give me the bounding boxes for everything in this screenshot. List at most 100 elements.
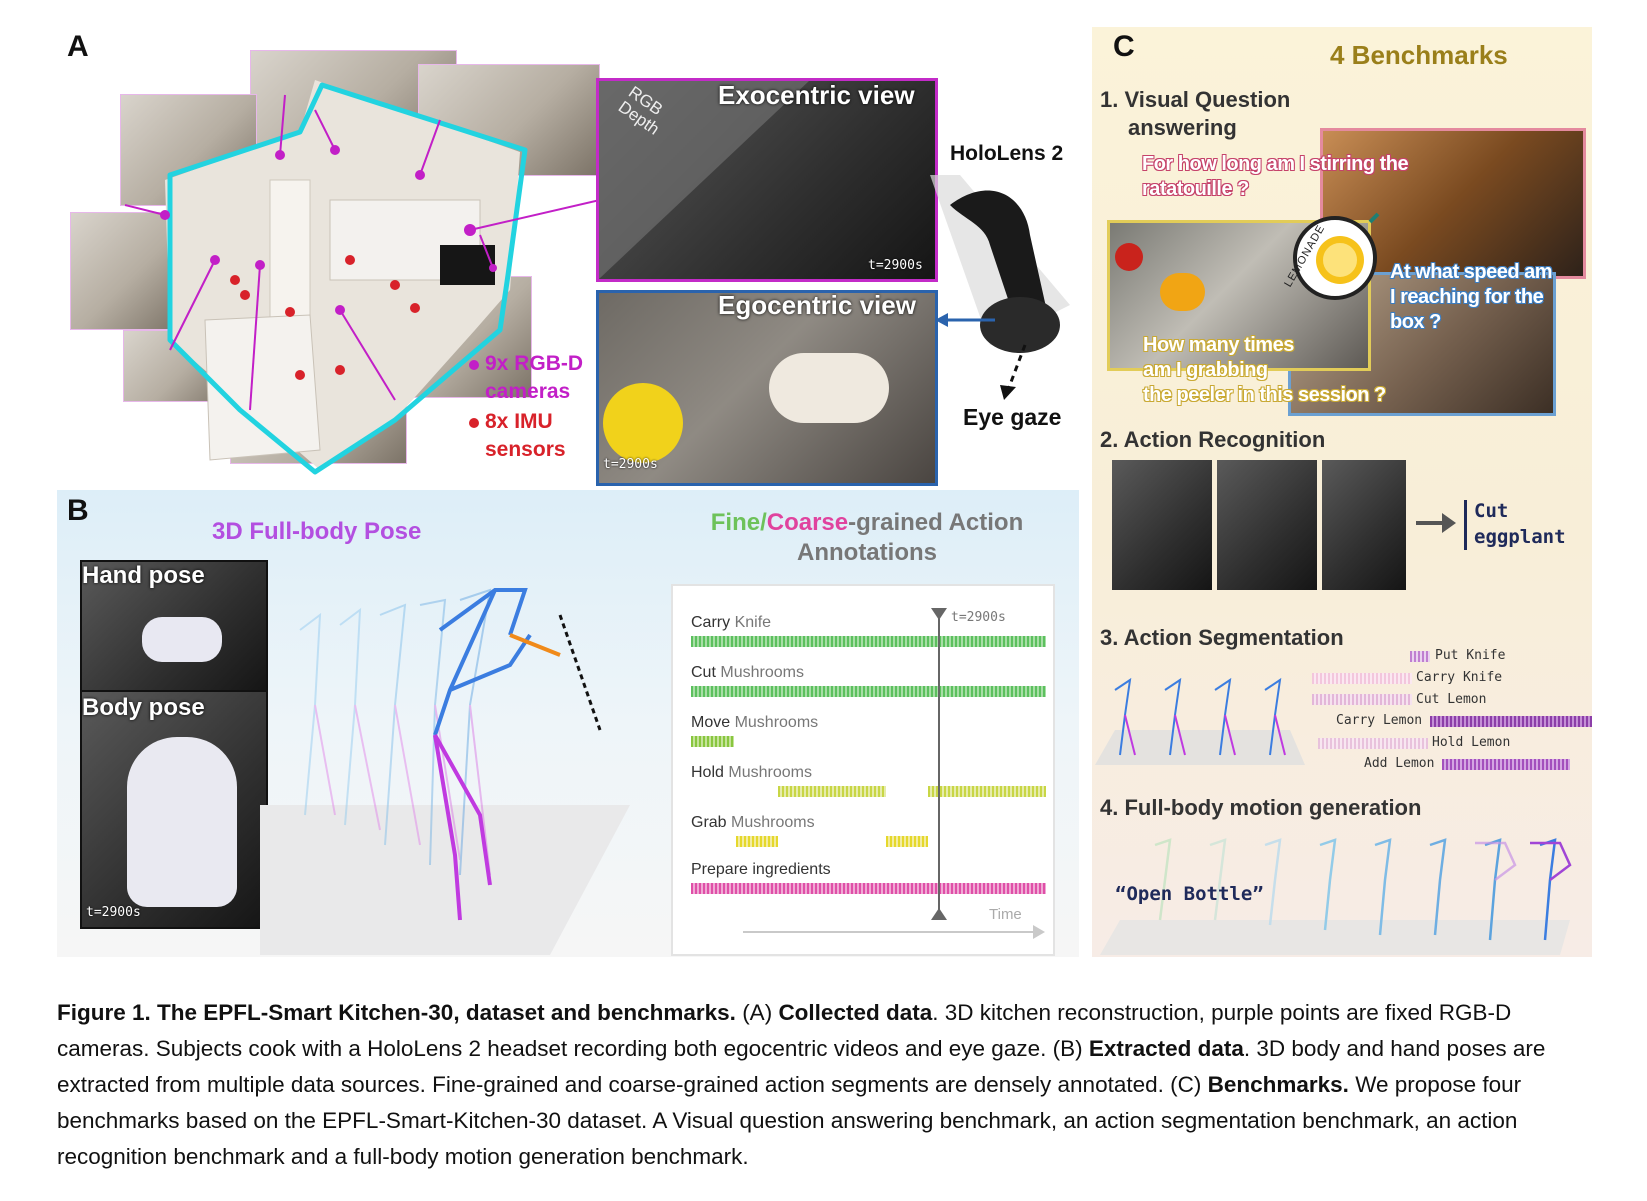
- recognition-frame: [1217, 460, 1317, 590]
- vqa-image-stirring: [1320, 128, 1586, 279]
- camera-thumbnail: [70, 212, 182, 330]
- action-row-label: Carry Knife: [691, 614, 771, 632]
- pepper: [1160, 273, 1205, 311]
- caption-a-text: . 3D kitchen reconstruction, purple poin…: [57, 1000, 1512, 1061]
- question-grabbing-line3: the peeler in this session ?: [1143, 384, 1386, 406]
- recognition-arrow: [1416, 513, 1456, 533]
- benchmark-1-line2: answering: [1128, 115, 1237, 140]
- body-pose-timestamp: t=2900s: [86, 905, 141, 920]
- current-time-line: [938, 614, 940, 914]
- action-verb: Grab: [691, 814, 727, 831]
- hand-pose-label: Hand pose: [82, 562, 205, 589]
- caption-b-bold: Extracted data: [1088, 1036, 1244, 1061]
- exocentric-view: RGB Depth: [596, 78, 938, 282]
- question-grabbing-line1: How many times: [1143, 334, 1294, 356]
- annotation-title-rest: -grained Action: [848, 509, 1024, 536]
- kitchen-wall: [269, 179, 311, 321]
- action-object: Mushrooms: [734, 714, 819, 731]
- segment-bar-hold-lemon: [1318, 738, 1428, 749]
- hololens-visor: [980, 297, 1060, 353]
- yellow-bowl: [603, 383, 683, 463]
- benchmark-1-line1: 1. Visual Question: [1100, 87, 1291, 112]
- action-bar-carry-knife: [691, 636, 1046, 647]
- caption-c-text: We propose four benchmarks based on the …: [57, 1072, 1522, 1169]
- panel-c-letter: C: [1113, 30, 1135, 63]
- caption-c-bold: Benchmarks.: [1207, 1072, 1349, 1097]
- ego-arrowhead: [935, 313, 948, 327]
- figure-caption: Figure 1. The EPFL-Smart Kitchen-30, dat…: [57, 995, 1602, 1175]
- camera-lines: [124, 94, 600, 411]
- recognition-bracket: [1464, 500, 1467, 550]
- action-object: Mushrooms: [720, 664, 804, 681]
- action-verb: Cut: [691, 664, 716, 681]
- action-bar-move-mushrooms: [691, 736, 734, 747]
- ground-plane: [260, 805, 630, 955]
- egocentric-view-label: Egocentric view: [718, 290, 916, 320]
- segment-label-carry-knife: Carry Knife: [1416, 670, 1503, 685]
- segmentation-skeletons: [1095, 677, 1305, 765]
- camera-points: [160, 145, 497, 315]
- pose-sequence: [260, 588, 630, 955]
- question-stirring-line1: For how long am I stirring the: [1142, 153, 1409, 175]
- motion-prompt: “Open Bottle”: [1115, 883, 1264, 905]
- action-bar-prepare-ingredients: [691, 883, 1046, 894]
- question-reaching-line3: box ?: [1390, 311, 1441, 333]
- body-pose-image: [80, 690, 268, 929]
- caption-a-tag: (A): [735, 1000, 779, 1025]
- time-marker-label: t=2900s: [951, 610, 1006, 625]
- action-object: Mushrooms: [728, 764, 812, 781]
- recognition-frame: [1322, 460, 1406, 590]
- pose-title: 3D Full-body Pose: [212, 518, 422, 545]
- kitchen-reconstruction: [124, 80, 600, 475]
- segment-label-cut-lemon: Cut Lemon: [1416, 692, 1487, 707]
- question-reaching-line1: At what speed am: [1390, 261, 1553, 283]
- segment-label-add-lemon: Add Lemon: [1364, 756, 1435, 771]
- segment-bar-carry-knife: [1312, 673, 1412, 684]
- eye-gaze-arrow: [1006, 344, 1027, 391]
- benchmark-2-title: 2. Action Recognition: [1100, 427, 1326, 452]
- question-reaching-line2: I reaching for the: [1390, 286, 1544, 308]
- body-mesh: [127, 737, 237, 907]
- hololens-label: HoloLens 2: [950, 142, 1064, 165]
- hololens-illustration: [930, 175, 1070, 400]
- segment-bar-cut-lemon: [1312, 694, 1412, 705]
- time-axis: [743, 931, 1035, 933]
- annotation-chart: Carry Knife Cut Mushrooms Move Mushrooms…: [671, 584, 1055, 956]
- tomato: [1115, 243, 1143, 271]
- imu-legend-line2: sensors: [485, 438, 566, 461]
- action-row-label: Prepare ingredients: [691, 861, 831, 879]
- caption-figure-title: Figure 1. The EPFL-Smart Kitchen-30, dat…: [57, 1000, 736, 1025]
- action-verb: Carry: [691, 614, 731, 631]
- kitchen-cabinet: [204, 314, 321, 461]
- imu-legend-dot: [469, 418, 479, 428]
- time-axis-label: Time: [989, 906, 1022, 923]
- motion-generation-sequence: [1100, 838, 1572, 955]
- annotation-title-fine: Fine/: [710, 509, 767, 536]
- benchmark-3-title: 3. Action Segmentation: [1100, 625, 1344, 650]
- question-grabbing: How many times am I grabbing the peeler …: [1143, 333, 1386, 408]
- action-verb: Prepare ingredients: [691, 861, 831, 878]
- question-stirring: For how long am I stirring the ratatouil…: [1142, 152, 1409, 202]
- action-object: Knife: [734, 614, 772, 631]
- camera-legend-line1: 9x RGB-D: [485, 352, 584, 375]
- action-row-label: Cut Mushrooms: [691, 664, 804, 682]
- egocentric-view: [596, 290, 938, 486]
- recognition-result: Cut eggplant: [1474, 498, 1566, 550]
- annotation-title-line2: Annotations: [797, 539, 937, 566]
- imu-points: [230, 255, 420, 380]
- panel-b-letter: B: [67, 494, 89, 527]
- action-verb: Hold: [691, 764, 724, 781]
- segment-label-hold-lemon: Hold Lemon: [1432, 735, 1511, 750]
- caption-b-text: . 3D body and hand poses are extracted f…: [57, 1036, 1546, 1097]
- segment-bar-carry-lemon: [1430, 716, 1592, 727]
- question-stirring-line2: ratatouille ?: [1142, 178, 1249, 200]
- hand-mesh: [142, 617, 222, 662]
- eye-gaze-arrowhead: [1000, 385, 1016, 400]
- recognition-frame: [1112, 460, 1212, 590]
- benchmark-1-title: 1. Visual Question answering: [1100, 86, 1290, 142]
- action-bar-hold-mushrooms: [778, 786, 886, 797]
- action-row-label: Move Mushrooms: [691, 714, 818, 732]
- kitchen-outline: [167, 82, 528, 475]
- recognition-result-line1: Cut: [1474, 500, 1509, 522]
- camera-legend-dot: [469, 360, 479, 370]
